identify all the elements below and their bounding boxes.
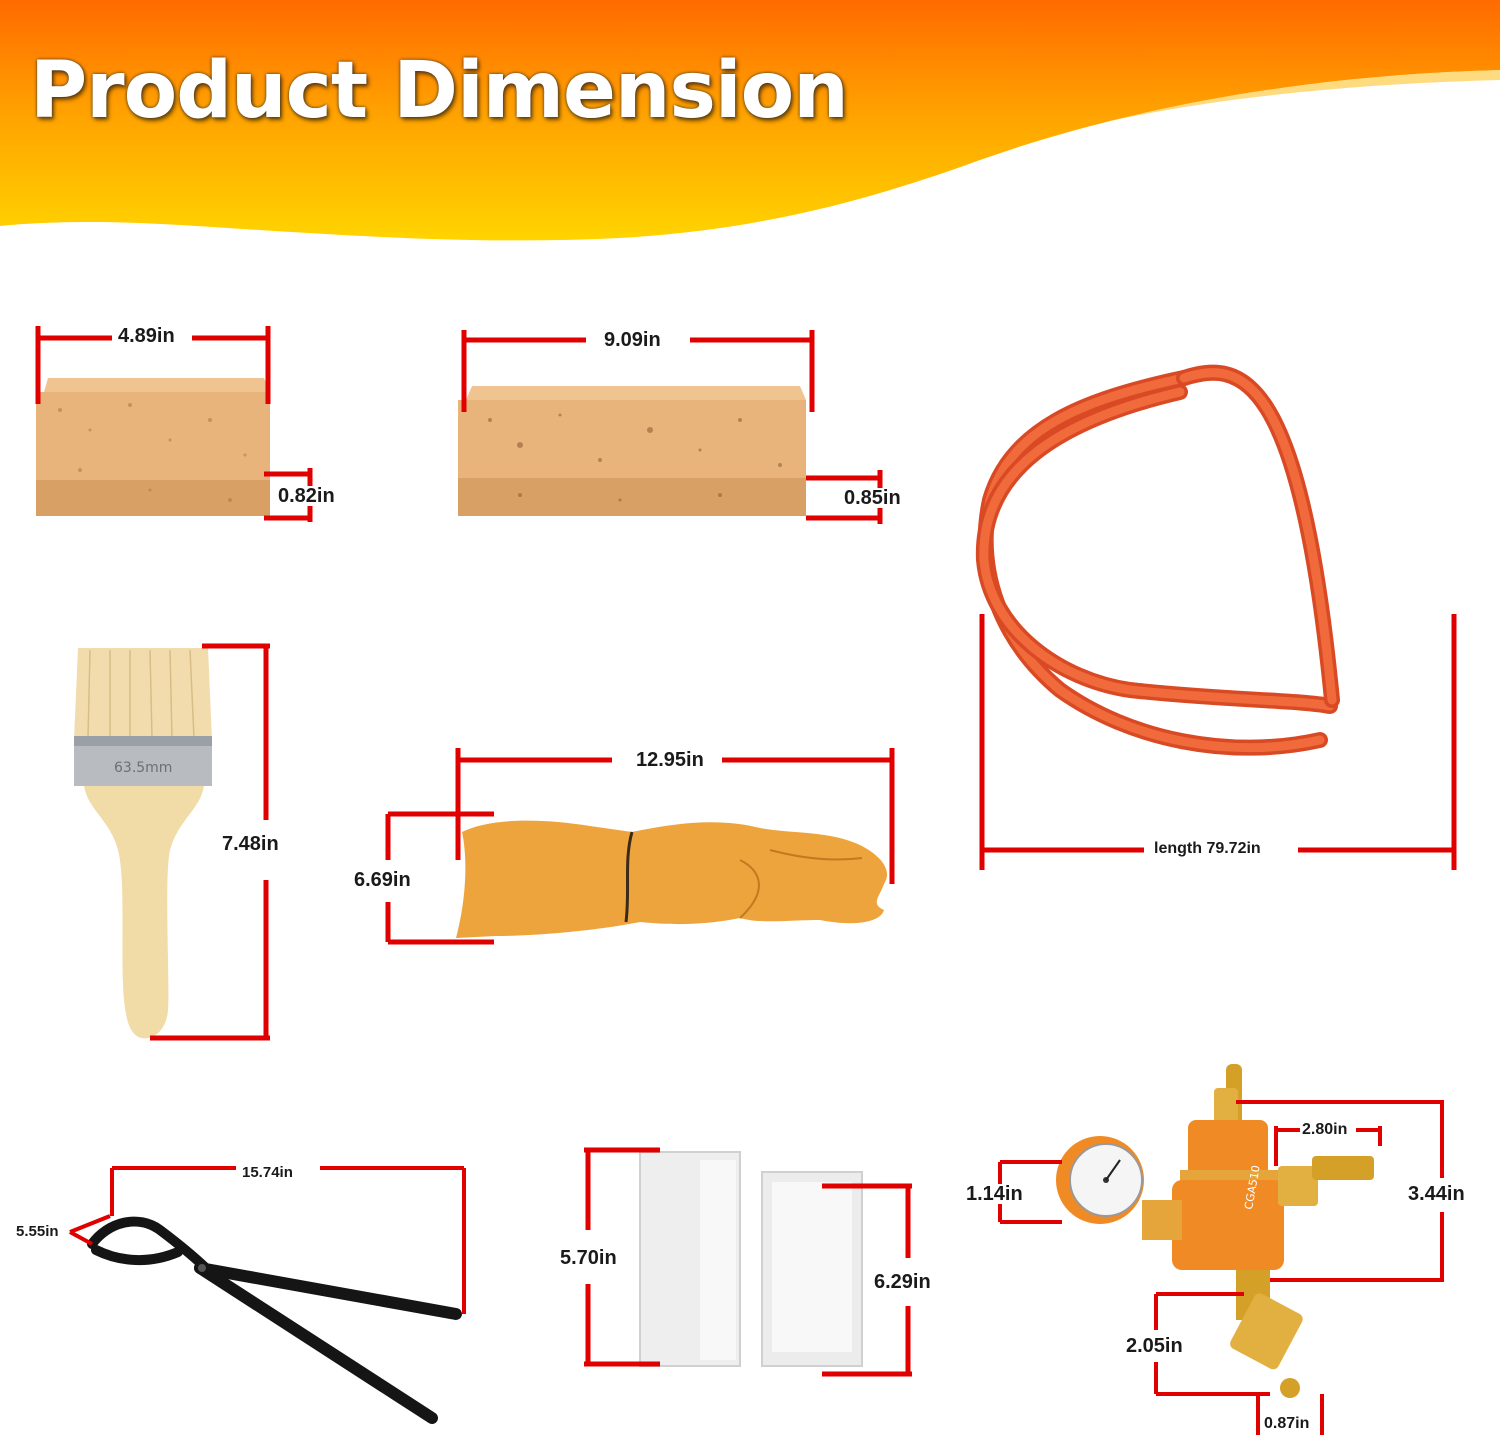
regulator-gauge-label: 1.14in — [966, 1183, 1023, 1205]
glove-dimension-lines — [385, 748, 895, 945]
regulator-width-label: 2.80in — [1302, 1121, 1348, 1138]
brush-length-label: 7.48in — [222, 833, 279, 855]
tongs-jaw-label: 5.55in — [16, 1223, 59, 1240]
bags-right-height-label: 6.29in — [874, 1271, 931, 1293]
page-title: Product Dimension — [30, 46, 849, 136]
tongs-length-label: 15.74in — [242, 1164, 293, 1181]
brick-large-thickness-label: 0.85in — [844, 487, 901, 509]
brick-small-width-label: 4.89in — [118, 325, 175, 347]
silica-bags — [639, 1151, 863, 1367]
glove-height-label: 6.69in — [354, 869, 411, 891]
brick-small-dimension-lines — [35, 326, 313, 522]
regulator-body-label: 2.05in — [1126, 1335, 1183, 1357]
glove-length-label: 12.95in — [636, 749, 704, 771]
brick-large-width-label: 9.09in — [604, 329, 661, 351]
tongs — [87, 1216, 462, 1424]
regulator: CGA510 — [1056, 1064, 1374, 1398]
fire-brick-small — [36, 378, 270, 516]
brush: 63.5mm — [74, 648, 212, 1039]
hose — [975, 364, 1340, 756]
brush-stamp: 63.5mm — [114, 760, 172, 776]
fire-brick-large — [458, 386, 806, 516]
hose-length-label: length 79.72in — [1154, 840, 1261, 857]
bags-left-height-label: 5.70in — [560, 1247, 617, 1269]
regulator-height-label: 3.44in — [1408, 1183, 1465, 1205]
header-banner — [0, 0, 1500, 241]
brick-small-thickness-label: 0.82in — [278, 485, 335, 507]
regulator-nozzle-label: 0.87in — [1264, 1415, 1310, 1432]
tongs-dimension-lines — [69, 1166, 466, 1314]
brush-dimension-lines — [150, 643, 270, 1041]
glove — [456, 820, 888, 938]
bags-dimension-lines — [584, 1147, 912, 1377]
hose-dimension-lines — [979, 614, 1457, 870]
